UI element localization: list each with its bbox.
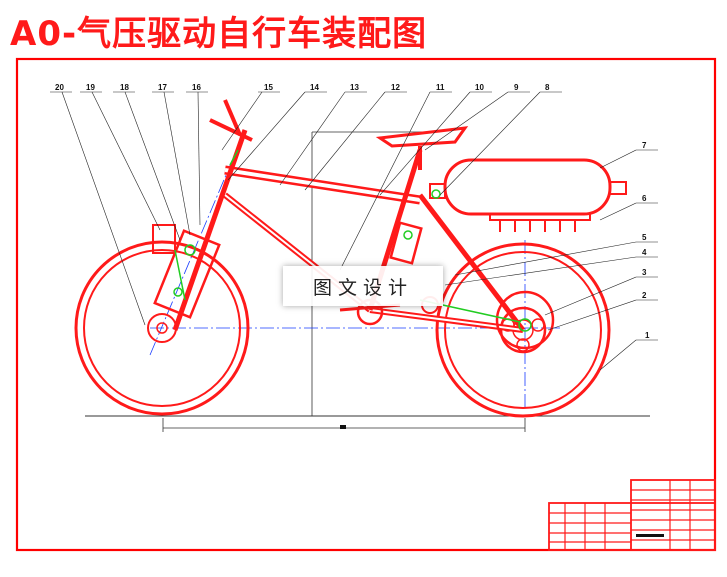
front-wheel [74,240,250,416]
gas-tank [429,158,627,232]
part-number-19: 19 [86,83,95,92]
drawing-border [15,57,717,552]
part-number-1: 1 [645,331,650,340]
title-block [548,479,716,551]
part-number-3: 3 [642,268,647,277]
bicycle-frame [152,99,525,333]
leader-lines [50,91,562,326]
watermark-text: 图文设计 [283,266,443,306]
part-number-12: 12 [391,83,400,92]
part-number-4: 4 [642,248,647,257]
part-number-17: 17 [158,83,167,92]
drawing-title: A0-气压驱动自行车装配图 [10,14,428,54]
part-number-13: 13 [350,83,359,92]
part-number-18: 18 [120,83,129,92]
part-number-10: 10 [475,83,484,92]
part-number-labels: 20 19 18 17 16 15 14 13 12 11 10 9 8 7 6 5 4 3 2 1 [55,83,650,340]
part-number-5: 5 [642,233,647,242]
part-number-8: 8 [545,83,550,92]
part-number-2: 2 [642,291,647,300]
part-number-7: 7 [642,141,647,150]
part-number-14: 14 [310,83,319,92]
part-number-11: 11 [436,83,445,92]
part-number-6: 6 [642,194,647,203]
part-number-9: 9 [514,83,519,92]
part-number-16: 16 [192,83,201,92]
part-number-20: 20 [55,83,64,92]
part-number-15: 15 [264,83,273,92]
